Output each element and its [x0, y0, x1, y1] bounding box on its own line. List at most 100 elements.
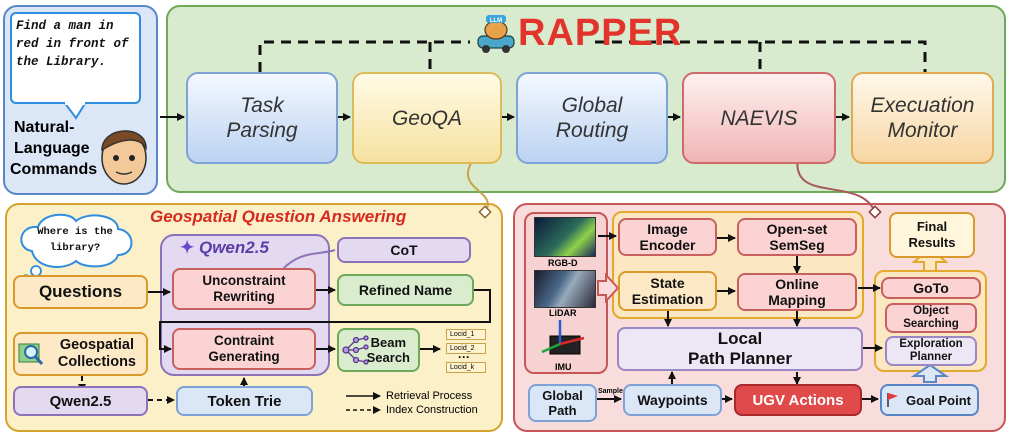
- stage-label: Global: [561, 94, 623, 117]
- ugv-actions-box: UGV Actions: [734, 384, 862, 416]
- qwen-logo-text: Qwen2.5: [198, 238, 269, 257]
- token-trie-box: Token Trie: [176, 386, 313, 416]
- semseg-label: SemSeg: [769, 237, 825, 253]
- explore-label: Exploration: [899, 338, 963, 350]
- global-path-label: Global: [542, 388, 583, 403]
- imu-icon: [541, 320, 585, 355]
- caption-line3: Commands: [10, 161, 98, 178]
- locid-label: Locid_2: [450, 345, 475, 352]
- waypoints-box: Waypoints: [623, 384, 722, 416]
- stage-label: GeoQA: [391, 106, 463, 130]
- state-label: Estimation: [631, 291, 704, 307]
- object-label: Searching: [903, 318, 959, 330]
- sensor-rgbd: RGB-D: [548, 258, 578, 268]
- generating-label: Contraint: [213, 333, 274, 348]
- stage-naevis: NAEVIS: [682, 72, 836, 164]
- generating-label: Generating: [208, 349, 280, 364]
- caption-line1: Natural-: [14, 119, 75, 136]
- image-encoder-label: Image: [647, 221, 688, 237]
- locid-label: Locid_k: [450, 364, 475, 371]
- token-trie-label: Token Trie: [207, 392, 282, 410]
- user-avatar-icon: [101, 130, 147, 185]
- waypoints-label: Waypoints: [637, 392, 708, 408]
- qwen-base-label: Qwen2.5: [49, 392, 112, 410]
- cot-box: CoT: [337, 237, 471, 263]
- lidar-thumbnail: [534, 270, 596, 308]
- robot-dog-logo-icon: LLM: [477, 15, 515, 53]
- logo-badge: LLM: [490, 18, 502, 24]
- collections-label: Collections: [57, 354, 136, 370]
- cot-label: CoT: [390, 242, 418, 258]
- thought-text: Where is the library?: [37, 226, 113, 254]
- stage-label: NAEVIS: [720, 106, 798, 130]
- beam-label: Search: [366, 350, 410, 365]
- speech-bubble: [10, 12, 141, 104]
- beam-label: Beam: [370, 335, 407, 350]
- ugv-label: UGV Actions: [752, 391, 844, 409]
- feedback-loop: [258, 40, 927, 72]
- lidar-to-state-arrow: [597, 272, 620, 304]
- stage-label: Monitor: [887, 119, 958, 142]
- questions-box: Questions: [13, 275, 148, 309]
- mapping-label: Mapping: [768, 292, 826, 308]
- map-search-icon: [18, 343, 44, 365]
- explore-label: Planner: [909, 351, 953, 363]
- flag-icon: [887, 393, 898, 407]
- stage-label: Parsing: [226, 119, 298, 142]
- locid-ellipsis: ···: [458, 350, 470, 364]
- semseg-label: Open-set: [766, 221, 828, 237]
- qwen-base-box: Qwen2.5: [13, 386, 148, 416]
- rewriting-label: Unconstraint: [202, 273, 286, 288]
- naevis-arrows: [597, 232, 883, 403]
- speech-text: Find a man in red in front of the Librar…: [16, 19, 129, 69]
- caption-line2: Language: [14, 140, 90, 157]
- geoqa-zoom-link: [466, 156, 489, 213]
- local-label: Path Planner: [688, 349, 792, 368]
- final-label: Final: [916, 219, 948, 234]
- sensor-lidar: LiDAR: [549, 308, 577, 318]
- geoqa-title: Geospatial Question Answering: [150, 207, 407, 226]
- locid-1: Locid_1: [446, 329, 486, 340]
- goto-box: GoTo: [881, 277, 981, 299]
- global-path-label: Path: [548, 403, 577, 418]
- image-encoder-label: Encoder: [639, 237, 696, 253]
- stage-label: Task: [240, 94, 284, 117]
- locid-2: Locid_2: [446, 343, 486, 354]
- rgbd-thumbnail: [534, 217, 596, 257]
- questions-label: Questions: [38, 282, 123, 301]
- local-label: Local: [717, 329, 763, 348]
- goal-label: Goal Point: [906, 392, 971, 408]
- mapping-label: Online: [775, 276, 819, 292]
- goal-point-box: Goal Point: [880, 384, 979, 416]
- qwen-logo: ✦ Qwen2.5: [180, 238, 269, 258]
- sensor-imu: IMU: [555, 362, 572, 372]
- locid-label: Locid_1: [450, 331, 475, 338]
- refined-name-box: Refined Name: [337, 274, 474, 306]
- state-label: State: [650, 275, 685, 291]
- legend-retrieval: Retrieval Process: [386, 390, 473, 402]
- rewriting-label: Rewriting: [213, 289, 275, 304]
- object-label: Object: [913, 305, 949, 317]
- beam-tree-icon: [342, 335, 369, 365]
- refined-name-label: Refined Name: [358, 282, 453, 298]
- qwen-logo-icon: ✦: [180, 238, 195, 257]
- final-label: Results: [908, 235, 956, 250]
- goal-to-executor-arrow: [910, 363, 950, 383]
- locid-k: Locid_k: [446, 362, 486, 373]
